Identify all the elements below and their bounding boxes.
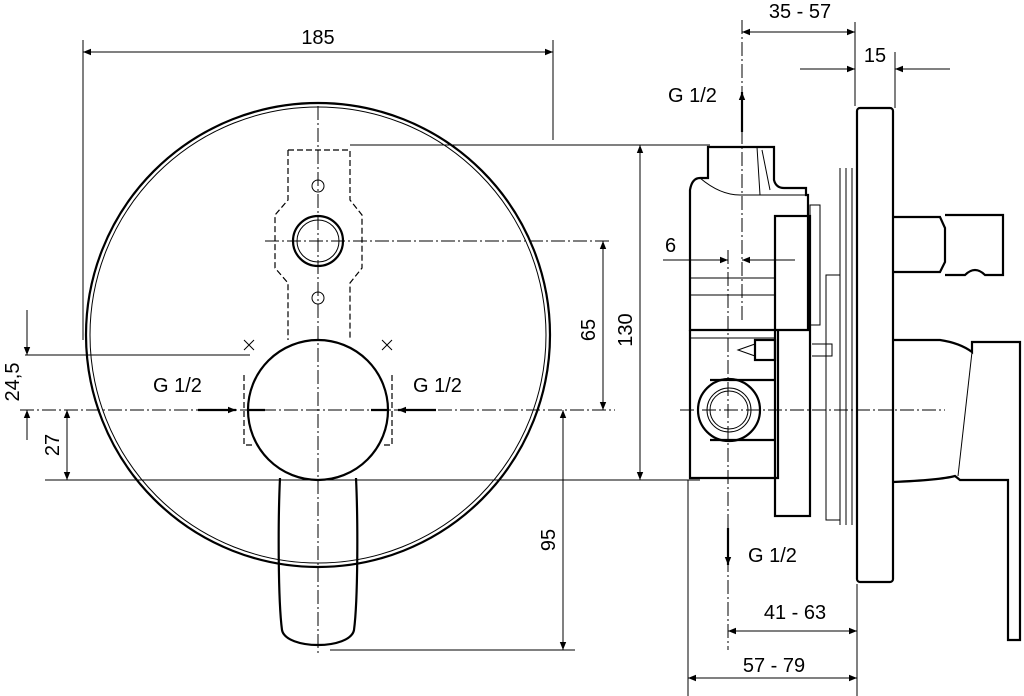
depth-range-dimension: 35 - 57: [769, 1, 831, 23]
top-inlet: [291, 214, 345, 268]
bottom-outlet-label: G 1/2: [748, 545, 797, 567]
valve-body: [688, 145, 810, 332]
height-dimension: 130: [615, 313, 637, 346]
top-outlet-label: G 1/2: [668, 85, 717, 107]
right-inlet-label: G 1/2: [413, 375, 462, 397]
handle-lever: [277, 477, 359, 646]
plate-thickness-dimension: 15: [864, 45, 886, 67]
offset-dimension-24-5: 24,5: [2, 363, 24, 402]
handle-lever-side: [892, 338, 1022, 642]
cover-plate-side: [855, 106, 895, 584]
front-view: G 1/2 G 1/2 185 65 130 95 24,5 27: [2, 27, 710, 655]
cover-plate-outline: [84, 101, 552, 569]
mounting-frame: [773, 214, 812, 518]
inlet-spacing-dimension: 65: [578, 319, 600, 341]
install-range-41-63-dimension: 41 - 63: [764, 602, 826, 624]
width-dimension: 185: [301, 27, 334, 49]
offset-dimension-27: 27: [42, 434, 64, 456]
install-range-57-79-dimension: 57 - 79: [743, 655, 805, 677]
lever-length-dimension: 95: [538, 529, 560, 551]
offset-dimension-6: 6: [665, 235, 676, 257]
side-view: G 1/2 G 1/2 35 - 57 15 6 41 - 63 57 - 79: [663, 1, 1022, 696]
left-inlet-label: G 1/2: [153, 375, 202, 397]
